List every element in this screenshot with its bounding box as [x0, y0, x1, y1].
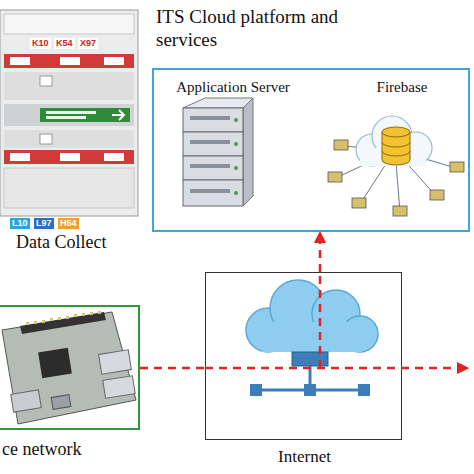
- route-code: X97: [78, 38, 98, 49]
- network-link: [319, 232, 322, 272]
- route-code: K10: [30, 38, 51, 49]
- network-link-line: [205, 367, 468, 370]
- cloud-platform-box: ITS Cloud platform and servicesApplicati…: [152, 68, 470, 232]
- network-link: [140, 367, 205, 370]
- network-link-line: [319, 272, 322, 368]
- route-code: L10: [10, 218, 30, 229]
- node-label: ITS Cloud platform and services: [156, 6, 388, 52]
- route-code: H54: [58, 218, 79, 229]
- internet-box: Internet: [205, 272, 402, 440]
- server-group: Application Server: [158, 76, 308, 226]
- device-network-box: ce network: [0, 305, 140, 430]
- internet-cloud-icon: [246, 280, 378, 396]
- route-code: L97: [34, 218, 54, 229]
- bus-stop-display: [0, 10, 138, 216]
- node-label: Application Server: [158, 78, 308, 96]
- node-label: Data Collect: [16, 232, 146, 254]
- route-code: K54: [54, 38, 75, 49]
- node-label: Internet: [206, 447, 403, 467]
- node-label: ce network: [2, 439, 142, 461]
- node-label: Firebase: [340, 78, 464, 96]
- raspberry-pi-board: [2, 311, 136, 424]
- server-icon: [183, 98, 253, 206]
- database-group: Firebase: [340, 76, 464, 226]
- firebase-icon: [328, 116, 464, 216]
